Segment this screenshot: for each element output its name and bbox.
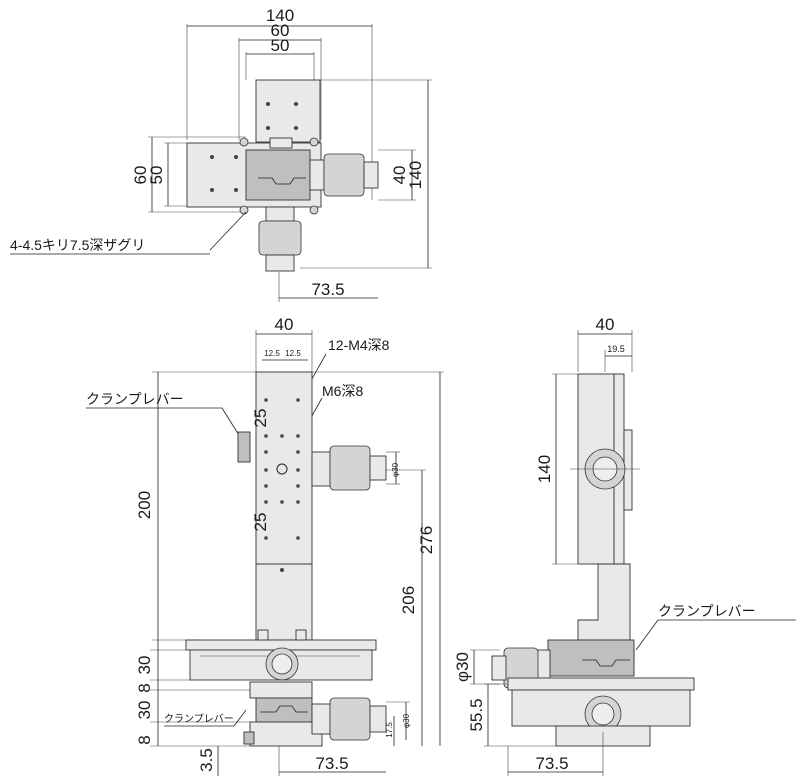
front-dim-25-upper: 25 [251, 409, 270, 428]
side-dim-40: 40 [596, 315, 615, 334]
side-dim-140: 140 [535, 455, 554, 483]
dim-40-height: 40 [390, 166, 409, 185]
side-dim-55-5: 55.5 [467, 698, 486, 731]
front-dim-12-5-a: 12.5 [264, 349, 280, 358]
front-column-lower [255, 563, 313, 641]
front-dim-8-b: 8 [135, 735, 154, 744]
top-knob-bottom [258, 220, 302, 256]
front-hole-grid [264, 398, 300, 540]
callout-clamp-lower: クランプレバー [164, 713, 234, 725]
front-view: 40 12.5 12.5 12-M4深8 M6深8 クランプレバー 25 25 [86, 315, 444, 776]
front-knob-upper [329, 445, 371, 491]
top-knob-right [323, 153, 365, 197]
front-dim-206: 206 [399, 586, 418, 614]
dim-140-height: 140 [406, 161, 425, 189]
front-dim-8-a: 8 [135, 683, 154, 692]
dim-60-width: 60 [271, 21, 290, 40]
front-base [249, 721, 323, 747]
front-dim-276: 276 [417, 526, 436, 554]
front-clamp-lever-upper [237, 431, 251, 463]
dim-50-height: 50 [147, 166, 166, 185]
callout-counterbore: 4-4.5キリ7.5深ザグリ [10, 237, 145, 253]
top-dim-73-5: 73.5 [311, 280, 344, 299]
top-center-block [245, 149, 311, 201]
front-dim-73-5: 73.5 [315, 754, 348, 773]
front-dim-17-5: 17.5 [385, 722, 394, 738]
dim-50-width: 50 [271, 36, 290, 55]
top-view: 140 60 50 60 50 40 140 [10, 6, 432, 302]
front-dim-30-a: 30 [135, 656, 154, 675]
callout-clamp-upper: クランプレバー [86, 391, 184, 407]
side-dim-73-5: 73.5 [535, 754, 568, 773]
side-view: 40 19.5 140 クランプレバー φ30 [453, 315, 796, 776]
side-dim-phi30: φ30 [453, 652, 472, 682]
dim-60-height: 60 [131, 166, 150, 185]
side-bracket [577, 563, 631, 641]
callout-m4: 12-M4深8 [328, 337, 390, 353]
side-callout-clamp: クランプレバー [658, 603, 756, 619]
front-dim-40: 40 [275, 315, 294, 334]
side-dim-19-5: 19.5 [607, 344, 625, 354]
front-dim-30-b: 30 [135, 701, 154, 720]
top-stage-upper [255, 79, 321, 143]
callout-m6: M6深8 [322, 383, 363, 399]
front-knob-lower [329, 697, 371, 741]
front-dim-phi30-lower: φ30 [402, 713, 411, 728]
front-dim-25-lower: 25 [251, 513, 270, 532]
dim-140-width: 140 [266, 6, 294, 25]
front-dim-12-5-b: 12.5 [285, 349, 301, 358]
front-dim-200: 200 [135, 491, 154, 519]
front-dim-3-5: 3.5 [197, 748, 216, 772]
